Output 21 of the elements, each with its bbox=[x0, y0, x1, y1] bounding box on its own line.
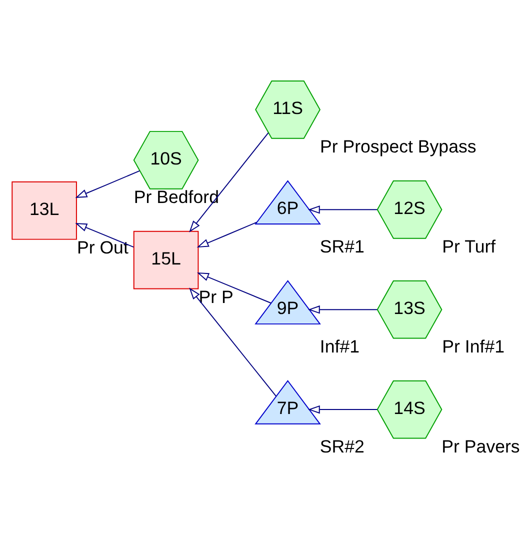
arrow bbox=[189, 288, 277, 397]
node-box: 15L bbox=[133, 230, 199, 290]
node-label: SR#2 bbox=[320, 436, 364, 456]
arrow bbox=[308, 305, 378, 314]
arrow bbox=[196, 222, 258, 248]
arrow bbox=[308, 405, 378, 414]
arrow bbox=[75, 222, 134, 248]
arrow bbox=[308, 205, 378, 214]
arrow bbox=[75, 170, 140, 198]
arrow bbox=[197, 272, 272, 304]
node-label: Pr Turf bbox=[442, 236, 496, 257]
node-label: Pr Bedford bbox=[134, 187, 219, 208]
node-label: SR#1 bbox=[320, 236, 364, 257]
node-label: Inf#1 bbox=[320, 336, 360, 357]
arrow bbox=[189, 132, 269, 232]
node-label: Pr P bbox=[198, 287, 234, 308]
node-label: Pr Pavers bbox=[442, 436, 520, 456]
node-label: Pr Out bbox=[76, 238, 128, 258]
node-label: Pr Prospect Bypass bbox=[320, 136, 476, 157]
node-label: Pr Inf#1 bbox=[442, 336, 505, 357]
node-box: 13L bbox=[12, 181, 77, 240]
